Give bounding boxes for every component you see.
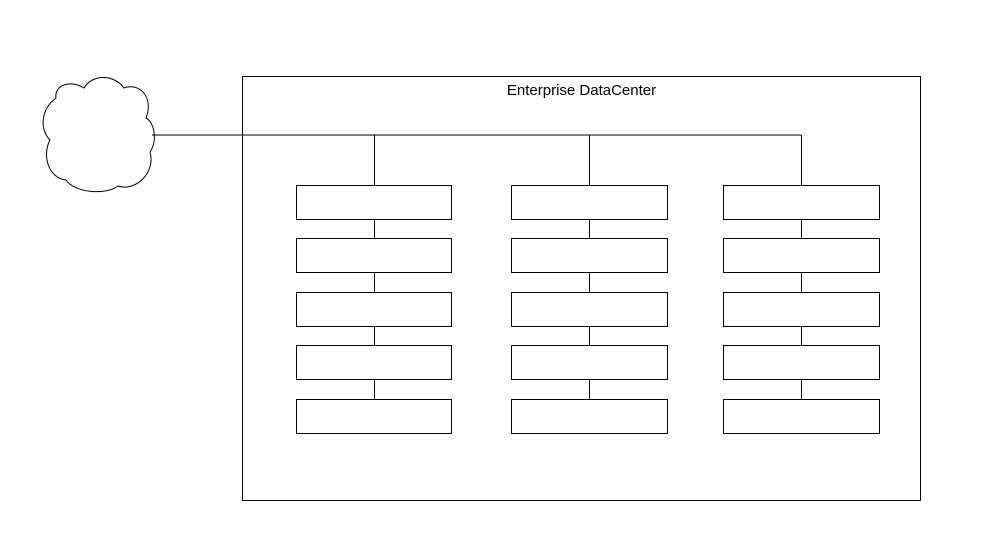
cloud-icon[interactable] bbox=[42, 77, 155, 193]
server-box[interactable] bbox=[511, 292, 668, 327]
server-box[interactable] bbox=[296, 345, 452, 380]
server-box[interactable] bbox=[511, 399, 668, 434]
server-box[interactable] bbox=[511, 238, 668, 273]
server-box[interactable] bbox=[511, 345, 668, 380]
rack-column-1 bbox=[296, 135, 452, 434]
server-box[interactable] bbox=[723, 185, 880, 220]
server-box[interactable] bbox=[723, 399, 880, 434]
server-box[interactable] bbox=[511, 185, 668, 220]
server-box[interactable] bbox=[723, 292, 880, 327]
server-box[interactable] bbox=[296, 238, 452, 273]
server-box[interactable] bbox=[723, 238, 880, 273]
rack-column-3 bbox=[723, 135, 880, 434]
server-box[interactable] bbox=[723, 345, 880, 380]
rack-column-2 bbox=[511, 135, 668, 434]
server-box[interactable] bbox=[296, 185, 452, 220]
server-box[interactable] bbox=[296, 399, 452, 434]
datacenter-boundary[interactable] bbox=[242, 76, 921, 501]
server-box[interactable] bbox=[296, 292, 452, 327]
datacenter-title: Enterprise DataCenter bbox=[506, 82, 657, 99]
